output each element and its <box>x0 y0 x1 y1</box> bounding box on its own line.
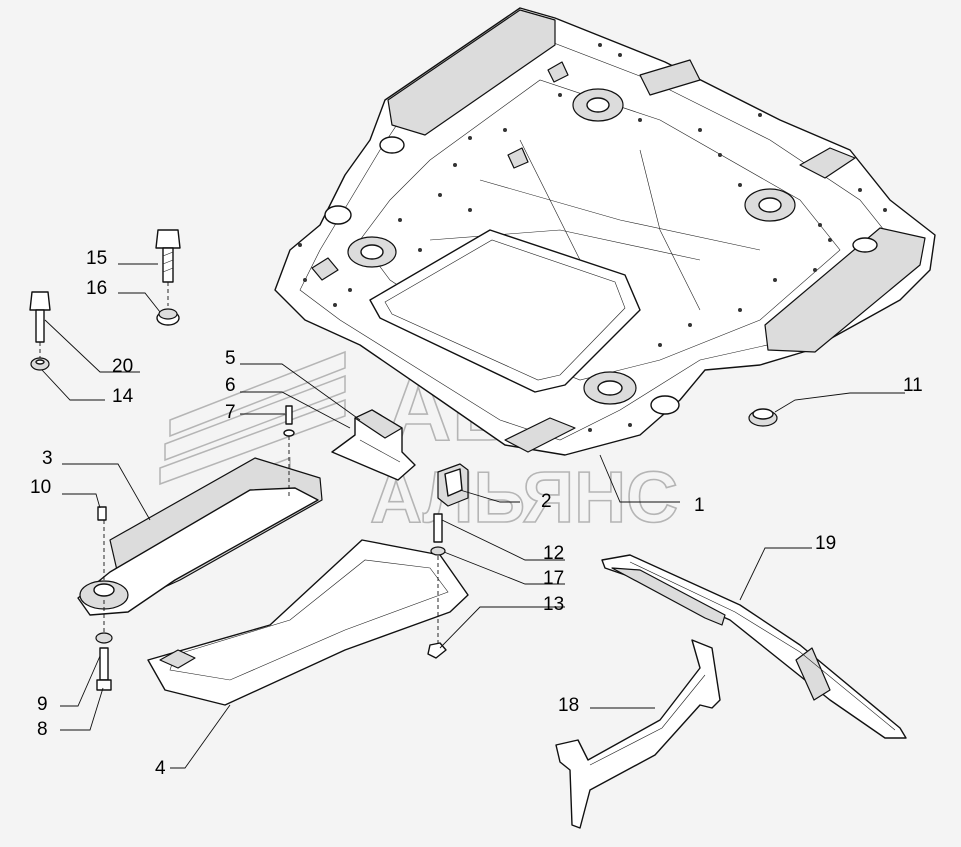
callout-20: 20 <box>112 356 133 377</box>
callout-3: 3 <box>42 448 53 469</box>
rail-part-19 <box>601 554 907 739</box>
callout-19: 19 <box>815 533 836 554</box>
bolt-part-20 <box>29 291 51 343</box>
callout-10: 10 <box>30 477 51 498</box>
callout-labels: 1 2 3 4 5 6 7 8 9 10 11 12 13 14 15 16 1… <box>30 248 923 779</box>
callout-11: 11 <box>903 375 923 396</box>
callout-15: 15 <box>86 248 107 269</box>
grommet-part-11 <box>748 408 778 427</box>
callout-13: 13 <box>543 594 564 615</box>
callout-12: 12 <box>543 543 564 564</box>
watermark-line2: АЛЬЯНС <box>370 458 678 538</box>
seat-mount-holes <box>347 88 796 405</box>
callout-1: 1 <box>694 495 705 516</box>
callout-17: 17 <box>543 568 564 589</box>
callout-2: 2 <box>541 491 552 512</box>
washer-part-14 <box>30 357 50 371</box>
leader-lines <box>41 263 905 769</box>
bolt-part-12 <box>433 513 443 543</box>
washer-part-17 <box>430 546 446 556</box>
bracket-part-18 <box>555 639 721 829</box>
callout-16: 16 <box>86 278 107 299</box>
callout-9: 9 <box>37 694 48 715</box>
callout-14: 14 <box>112 386 134 407</box>
nut-part-16 <box>156 308 180 326</box>
callout-5: 5 <box>225 348 236 369</box>
arm-bracket-part-3 <box>77 457 323 616</box>
washer-part-9 <box>95 632 113 644</box>
bolt-part-7 <box>283 405 295 437</box>
callout-18: 18 <box>558 695 579 716</box>
bolt-part-8 <box>96 647 112 691</box>
floor-panel-part-1 <box>274 7 936 456</box>
pin-part-10 <box>97 506 107 521</box>
cover-tray-part-4 <box>147 539 469 706</box>
callout-7: 7 <box>225 402 236 423</box>
bracket-part-5 <box>331 409 416 481</box>
rivet-dots <box>298 43 887 432</box>
bolt-part-15 <box>155 229 181 283</box>
callout-8: 8 <box>37 719 48 740</box>
callout-4: 4 <box>155 758 166 779</box>
clip-part-2 <box>437 463 469 507</box>
callout-6: 6 <box>225 375 236 396</box>
